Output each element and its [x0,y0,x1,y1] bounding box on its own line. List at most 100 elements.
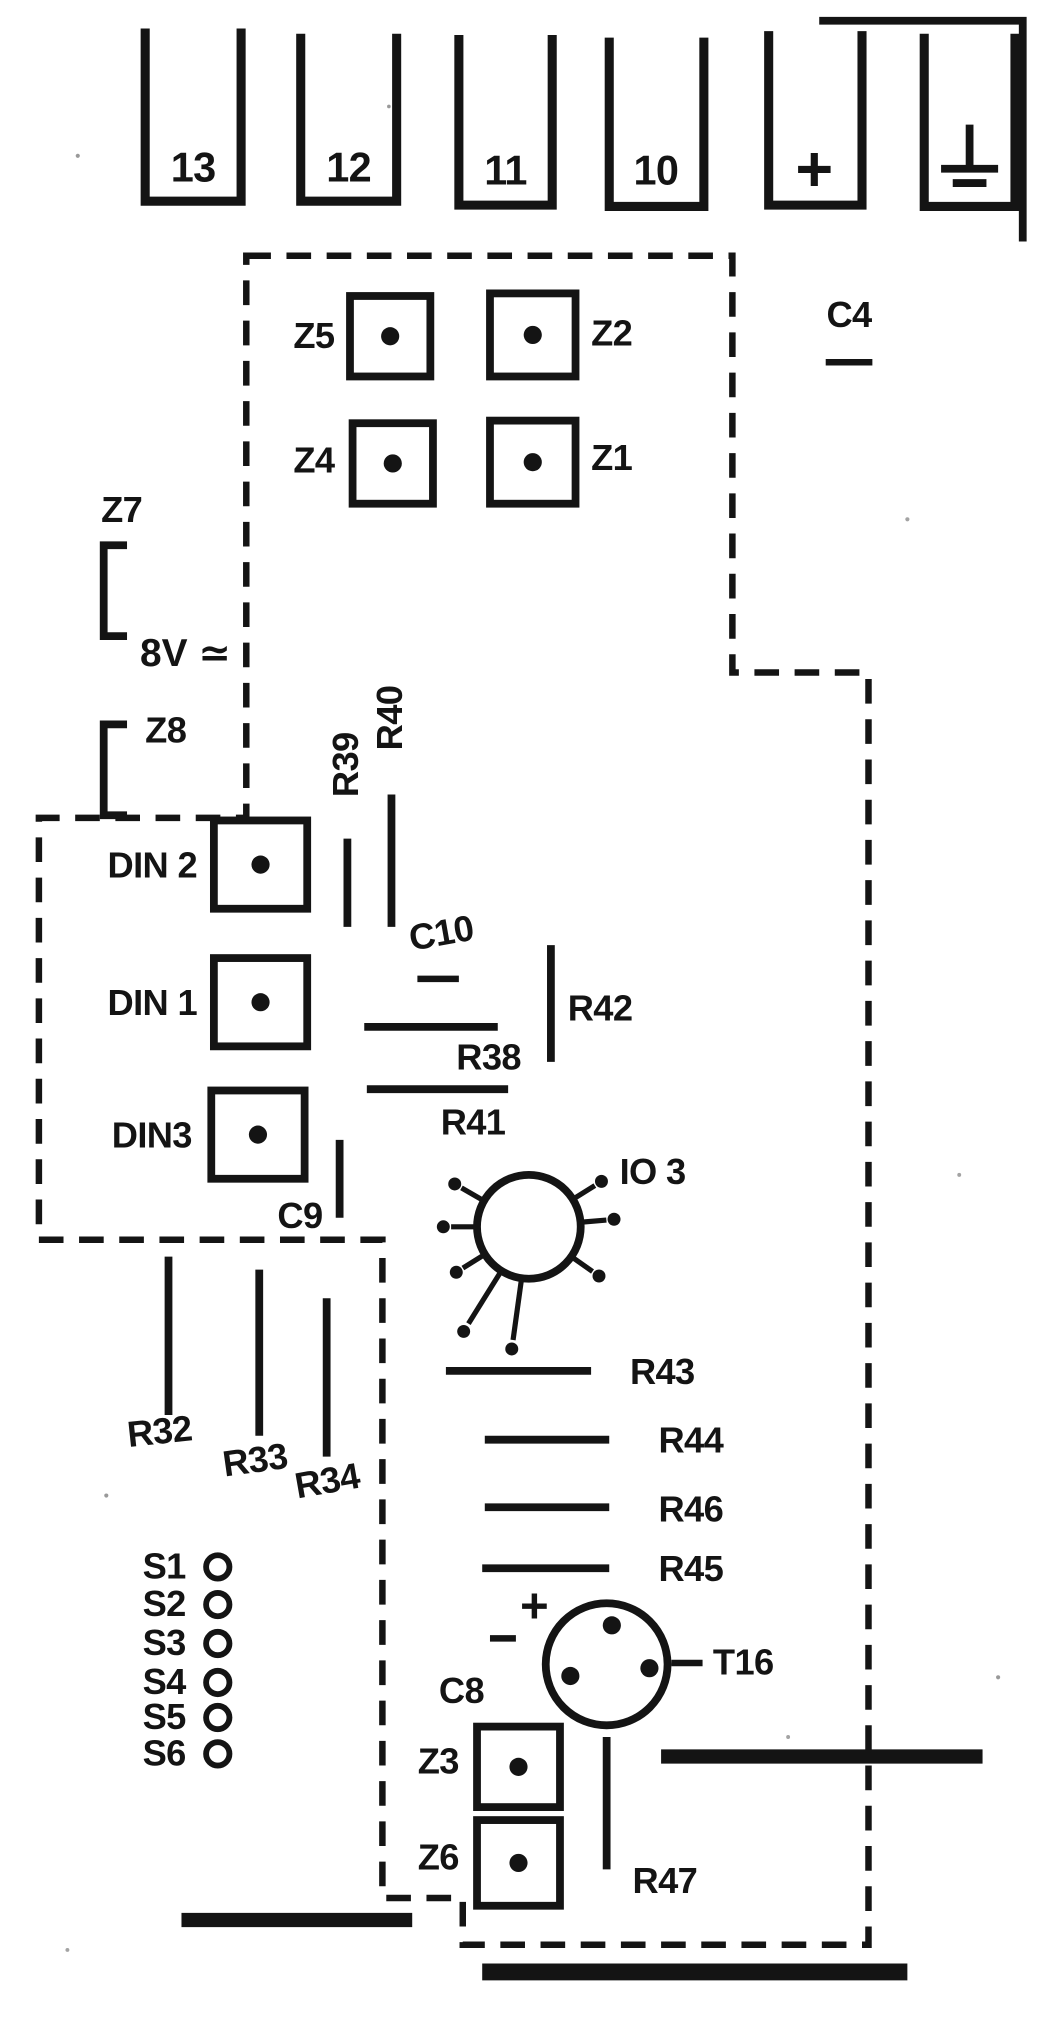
terminal-ground-outline [919,33,1020,211]
din3-label: DIN3 [112,1115,192,1156]
z4-pad [348,419,437,508]
voltage-label: 8V ≃ [140,632,231,675]
r44-label: R44 [658,1420,723,1461]
terminal-10-label: 10 [633,146,678,193]
c10-label: C10 [406,907,477,959]
din1-pad [209,954,312,1051]
s6-pad-hole [203,1739,233,1769]
c8-label: C8 [439,1670,485,1711]
s3-label: S3 [143,1622,186,1663]
r33-label: R33 [220,1435,290,1485]
io3-pin-dot [505,1342,519,1356]
r38-label: R38 [456,1037,521,1078]
io3-label: IO 3 [620,1151,686,1192]
s4-label: S4 [143,1661,187,1702]
s1-label: S1 [143,1546,187,1587]
io3-pin [580,1217,607,1225]
z8-label: Z8 [145,710,187,751]
terminal-11-outline [454,35,557,210]
s3-pad-hole [203,1628,233,1659]
t16-lead-dot [561,1666,580,1686]
r47-label: R47 [633,1860,698,1901]
din1-label: DIN 1 [108,982,198,1023]
s6-label: S6 [143,1733,186,1774]
z1-label: Z1 [591,437,633,478]
io3-pin-dot [448,1177,462,1191]
r32-label: R32 [125,1407,194,1455]
t16-lead-dot [602,1616,621,1635]
r45-label: R45 [658,1548,723,1589]
t16-label: T16 [713,1642,774,1683]
z4-label: Z4 [293,440,335,481]
terminal-12-outline [296,33,402,206]
z6-pad [473,1816,564,1910]
din3-pad [207,1086,309,1183]
r34-label: R34 [292,1455,363,1507]
noise-speck [786,1735,791,1739]
z2-pad [486,289,580,381]
io3-pin-dot [594,1174,608,1188]
din3-pad-dot [248,1125,268,1144]
io3-pin-dot [607,1212,621,1226]
z1-pad-dot [523,453,542,472]
io3-pin-dot [449,1265,463,1279]
z4-pad-dot [383,454,402,473]
noise-speck [65,1947,70,1952]
terminal-plus-outline [764,31,867,210]
noise-speck [996,1675,1001,1680]
io3-pin [466,1269,504,1326]
r46-label: R46 [658,1488,723,1529]
s2-pad-hole [203,1589,233,1620]
z5-pad-dot [381,327,400,346]
s5-pad-hole [203,1702,233,1733]
terminal-13-label: 13 [171,144,216,191]
r41-label: R41 [441,1102,506,1143]
r43-label: R43 [630,1351,695,1392]
scan-noise [65,104,1001,1952]
noise-speck [104,1493,109,1498]
z6-label: Z6 [418,1836,459,1877]
io3-pin [460,1185,486,1204]
io3-pin [510,1277,525,1341]
din1-pad-dot [251,993,270,1012]
io3-pin [461,1252,487,1271]
noise-speck [957,1172,962,1177]
noise-speck [387,104,391,109]
z5-label: Z5 [293,315,335,356]
board-dashed-outline [35,252,872,1948]
io3-pin-dot [457,1324,471,1338]
terminal-12-label: 12 [326,144,371,191]
z8-bracket [99,720,128,820]
z7-label: Z7 [101,489,142,530]
terminal-11-label: 11 [484,146,527,193]
z1-pad [486,416,580,508]
c9-label: C9 [277,1195,322,1236]
t16-body [541,1599,672,1730]
din2-pad-dot [251,855,270,874]
r42-label: R42 [568,987,633,1028]
s2-label: S2 [143,1583,186,1624]
s1-pad-hole [203,1552,233,1582]
noise-speck [75,153,80,158]
z3-label: Z3 [418,1740,459,1781]
z2-label: Z2 [591,312,632,353]
r40-label: R40 [369,686,410,751]
terminal-13-outline [140,28,246,206]
z3-pad-dot [509,1757,528,1776]
io3-pin [569,1254,595,1274]
z7-bracket [99,541,128,641]
terminal-10-outline [604,37,709,211]
z6-pad-dot [509,1853,528,1873]
s4-pad-hole [203,1667,233,1698]
z5-pad [346,292,435,381]
topright-wire [819,16,1027,242]
din2-label: DIN 2 [108,845,198,886]
io3-pin-dot [436,1220,450,1234]
io3-pin-dot [592,1269,606,1283]
io3-pin [571,1183,597,1202]
t16-lead-dot [640,1659,659,1678]
din2-pad [209,816,312,913]
t16-plus-label: + [520,1579,548,1634]
